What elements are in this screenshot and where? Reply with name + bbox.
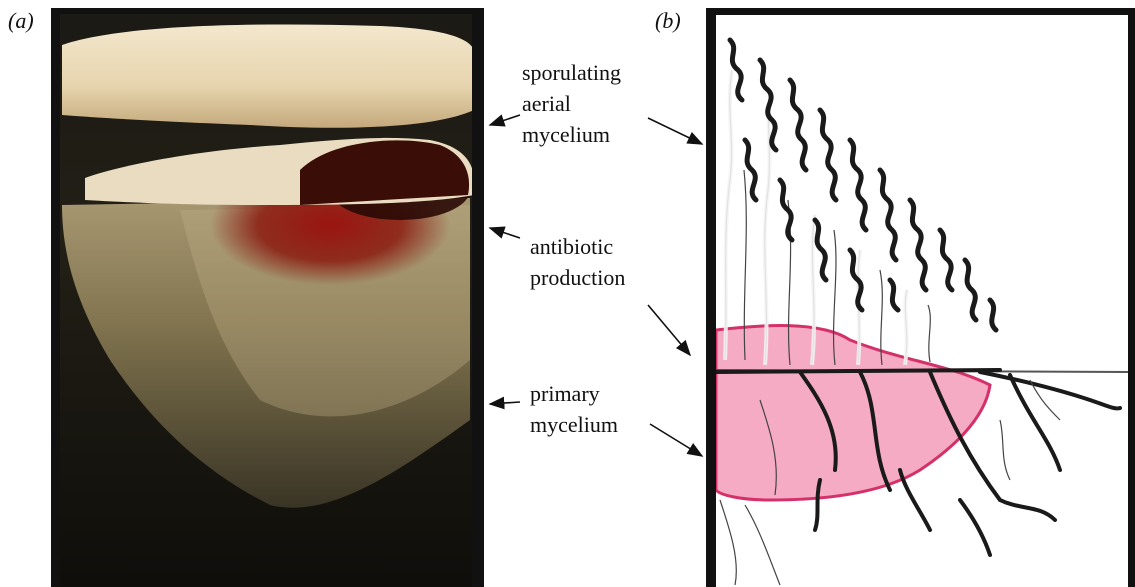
arrow-primary-a xyxy=(490,402,520,404)
arrow-sporulating-b xyxy=(648,118,702,144)
label-line: mycelium xyxy=(522,119,621,150)
arrow-antibiotic-b xyxy=(648,305,690,355)
label-line: production xyxy=(530,262,625,293)
label-primary: primary mycelium xyxy=(530,378,618,440)
label-sporulating: sporulating aerial mycelium xyxy=(522,57,621,150)
diagram-panel xyxy=(706,8,1135,587)
arrow-antibiotic-a xyxy=(490,228,520,238)
label-line: antibiotic xyxy=(530,231,625,262)
label-line: sporulating xyxy=(522,57,621,88)
label-line: primary xyxy=(530,378,618,409)
label-line: aerial xyxy=(522,88,621,119)
arrow-sporulating-a xyxy=(490,115,520,125)
photo-panel xyxy=(51,8,484,587)
label-line: mycelium xyxy=(530,409,618,440)
label-antibiotic: antibiotic production xyxy=(530,231,625,293)
arrow-primary-b xyxy=(650,424,702,456)
